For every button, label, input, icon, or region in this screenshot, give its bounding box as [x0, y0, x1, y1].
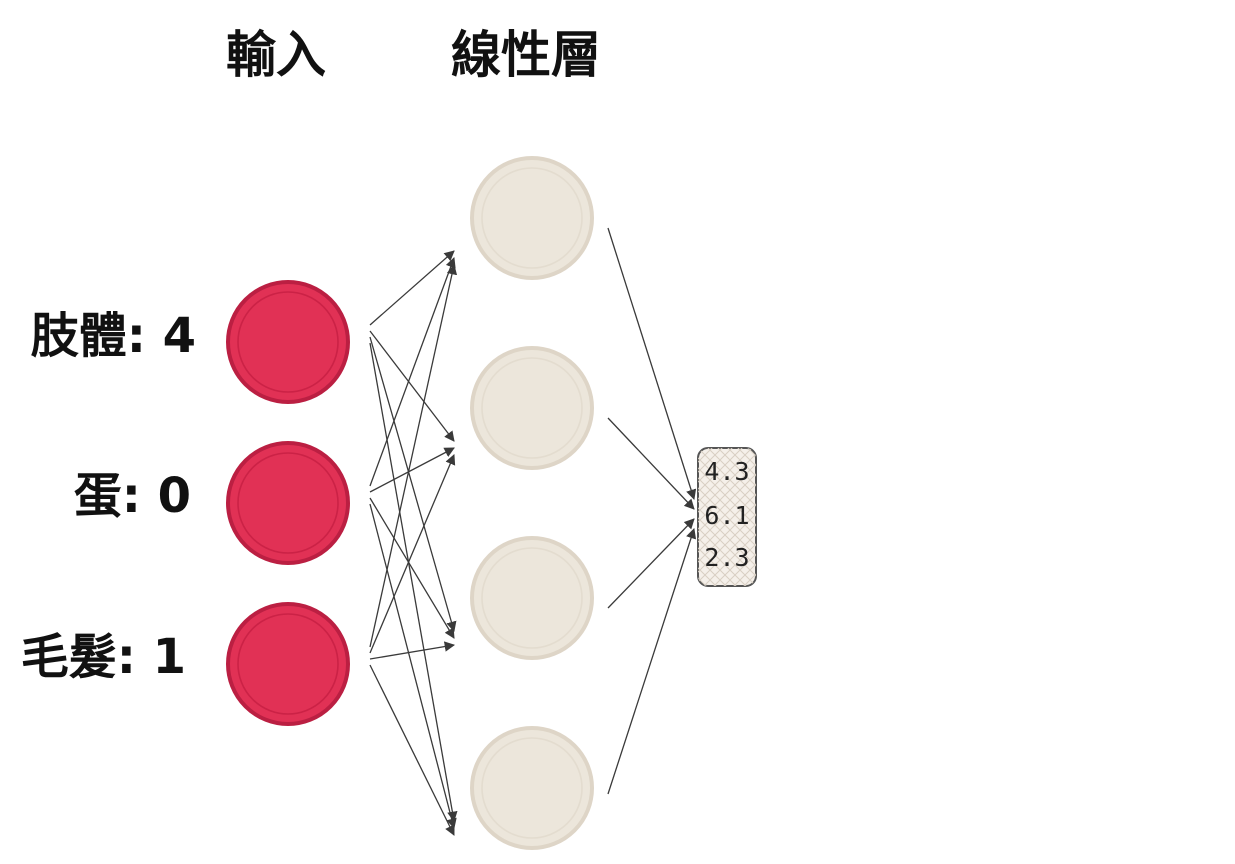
output-value-1: 4.3	[704, 457, 749, 486]
input-label-hair: 毛髮: 1	[21, 629, 186, 685]
connection-linear-3-to-output	[607, 518, 695, 609]
input-node-2-inner-ring	[237, 452, 339, 554]
linear-node-4	[470, 726, 594, 850]
connection-input-2-to-linear-3	[369, 497, 455, 639]
connection-input-3-to-linear-2	[369, 454, 456, 654]
output-vector-hatch	[698, 448, 756, 586]
linear-node-2	[470, 346, 594, 470]
connection-input-1-to-linear-3	[369, 336, 457, 632]
connections	[369, 227, 697, 836]
input-label-eggs: 蛋: 0	[74, 468, 191, 524]
linear-node-3-inner-ring	[481, 547, 583, 649]
connection-input-1-to-linear-1	[369, 250, 455, 326]
input-node-1	[226, 280, 350, 404]
output-vector: 4.3 6.1 2.3	[697, 447, 757, 587]
input-node-1-inner-ring	[237, 291, 339, 393]
connection-linear-4-to-output	[607, 528, 697, 795]
input-label-limbs: 肢體: 4	[31, 308, 196, 364]
linear-nodes	[470, 156, 594, 850]
linear-node-2-inner-ring	[481, 357, 583, 459]
connection-input-3-to-linear-3	[369, 641, 456, 660]
connection-input-3-to-linear-4	[369, 664, 455, 836]
input-layer-title: 輸入	[226, 26, 326, 84]
linear-layer-title: 線性層	[451, 26, 601, 84]
linear-node-1-inner-ring	[481, 167, 583, 269]
connection-linear-2-to-output	[607, 417, 695, 510]
connection-input-1-to-linear-4	[369, 342, 458, 823]
connection-input-2-to-linear-2	[369, 447, 455, 493]
linear-node-1	[470, 156, 594, 280]
connection-linear-1-to-output	[607, 227, 697, 500]
connection-input-2-to-linear-4	[369, 503, 457, 830]
input-node-3-inner-ring	[237, 613, 339, 715]
input-nodes	[226, 280, 350, 726]
linear-node-3	[470, 536, 594, 660]
linear-node-4-inner-ring	[481, 737, 583, 839]
input-node-2	[226, 441, 350, 565]
connection-input-1-to-linear-2	[369, 330, 455, 442]
output-value-3: 2.3	[704, 543, 749, 572]
connection-input-2-to-linear-1	[369, 257, 456, 487]
input-node-3	[226, 602, 350, 726]
connection-input-3-to-linear-1	[369, 263, 458, 648]
output-value-2: 6.1	[704, 501, 749, 530]
